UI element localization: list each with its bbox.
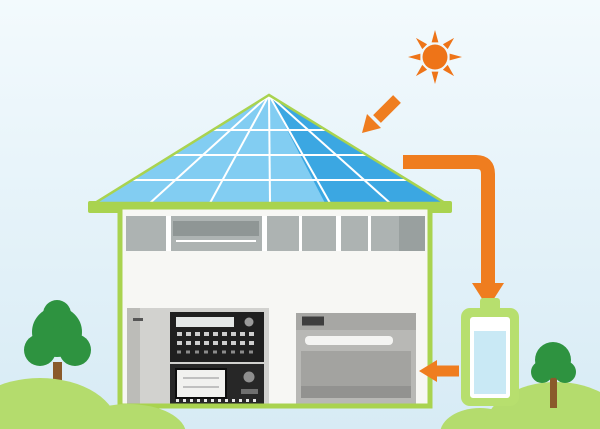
left-bush-small <box>70 404 186 429</box>
dishwasher-kickplate <box>301 386 411 398</box>
arrow-sun-to-panels-icon <box>362 95 401 133</box>
roof-outline <box>90 93 450 205</box>
cabinet-side <box>127 308 140 404</box>
microwave-knob <box>243 371 255 383</box>
second-floor-windows <box>126 216 425 251</box>
unit-knob <box>244 317 254 327</box>
microwave-button <box>241 389 258 394</box>
cabinet-handle <box>133 318 143 321</box>
arrow-panels-to-battery-icon <box>403 155 504 308</box>
sun-core <box>422 44 448 70</box>
tree-trunk <box>550 376 557 408</box>
microwave-window <box>175 368 227 399</box>
tree-foliage <box>24 300 91 366</box>
arrow-shaft <box>403 155 495 284</box>
sun-icon <box>408 30 462 84</box>
arrow-head <box>419 360 437 382</box>
audio-control-unit <box>170 312 264 362</box>
right-tree <box>531 342 576 408</box>
left-tree <box>24 300 91 406</box>
house-outline <box>117 204 433 409</box>
battery-window <box>474 331 506 394</box>
dishwasher-handle-slot <box>305 336 393 345</box>
window-mullions <box>166 216 371 251</box>
window-pane-dark <box>399 216 425 251</box>
dishwasher-control <box>302 316 324 326</box>
arrow-head <box>472 283 504 308</box>
arrow-battery-to-appliances-icon <box>419 360 459 382</box>
range-hood <box>173 221 259 236</box>
arrow-shaft <box>373 95 401 123</box>
tree-foliage <box>531 342 576 383</box>
arrow-head <box>362 114 381 133</box>
house <box>117 204 433 409</box>
unit-display <box>176 317 234 327</box>
sun-rays <box>408 30 462 84</box>
dishwasher-top-strip <box>296 313 416 330</box>
dishwasher <box>296 313 416 404</box>
storage-battery <box>461 298 519 406</box>
microwave-oven <box>170 364 264 404</box>
ground-bushes <box>0 378 600 429</box>
